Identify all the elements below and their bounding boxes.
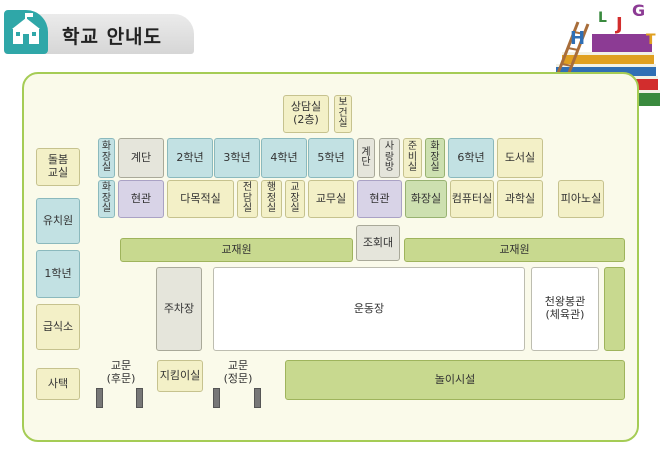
admin-office: 행 정 실: [261, 180, 282, 218]
page-title: 학교 안내도: [62, 26, 163, 48]
toilet-1: 화 장 실: [98, 138, 115, 178]
gymnasium: 천왕봉관 (체육관): [531, 267, 599, 351]
classroom-grade-2: 2학년: [167, 138, 213, 178]
classroom-grade-6: 6학년: [448, 138, 494, 178]
piano-room: 피아노실: [558, 180, 604, 218]
parking-lot: 주차장: [156, 267, 202, 351]
classroom-grade-1: 1학년: [36, 250, 80, 298]
stairs-1: 계단: [118, 138, 164, 178]
teacher-residence: 사택: [36, 368, 80, 400]
kindergarten: 유치원: [36, 198, 80, 244]
assembly-platform: 조회대: [356, 225, 400, 261]
sports-field: 운동장: [213, 267, 525, 351]
classroom-grade-4: 4학년: [261, 138, 307, 178]
classroom-grade-5: 5학년: [308, 138, 354, 178]
multipurpose-room: 다목적실: [167, 180, 234, 218]
main-gate-post-left: [213, 388, 220, 408]
green-strip: [604, 267, 625, 351]
back-gate-post-left: [96, 388, 103, 408]
toilet-4: 화장실: [405, 180, 447, 218]
library: 도서실: [497, 138, 543, 178]
guard-room: 지킴이실: [157, 360, 203, 392]
computer-room: 컴퓨터실: [450, 180, 494, 218]
cafeteria: 급식소: [36, 304, 80, 350]
school-building-icon: [4, 10, 48, 54]
garden-left: 교재원: [120, 238, 353, 262]
svg-text:L: L: [598, 10, 607, 26]
svg-text:J: J: [614, 14, 623, 35]
after-school-care-room: 돌봄 교실: [36, 148, 80, 186]
entrance-2: 현관: [357, 180, 402, 218]
toilet-3: 화 장 실: [98, 180, 115, 218]
garden-right: 교재원: [404, 238, 625, 262]
sarang-room: 사 랑 방: [379, 138, 400, 178]
teachers-office: 교무실: [308, 180, 354, 218]
entrance-1: 현관: [118, 180, 164, 218]
health-room: 보 건 실: [334, 95, 352, 133]
main-gate-post-right: [254, 388, 261, 408]
counseling-room: 상담실 (2층): [283, 95, 329, 133]
svg-text:T: T: [646, 32, 656, 48]
broadcast-room: 전 담 실: [237, 180, 258, 218]
books-illustration: H J G L T: [532, 0, 660, 110]
science-room: 과학실: [497, 180, 543, 218]
classroom-grade-3: 3학년: [214, 138, 260, 178]
main-gate-label: 교문 (정문): [223, 359, 253, 385]
principal-office: 교 장 실: [285, 180, 305, 218]
back-gate-label: 교문 (후문): [106, 359, 136, 385]
back-gate-post-right: [136, 388, 143, 408]
stairs-2: 계 단: [357, 138, 375, 178]
toilet-2: 화 장 실: [425, 138, 445, 178]
svg-text:H: H: [570, 28, 585, 49]
prep-room: 준 비 실: [403, 138, 422, 178]
svg-text:G: G: [632, 1, 645, 20]
playground-equipment: 놀이시설: [285, 360, 625, 400]
